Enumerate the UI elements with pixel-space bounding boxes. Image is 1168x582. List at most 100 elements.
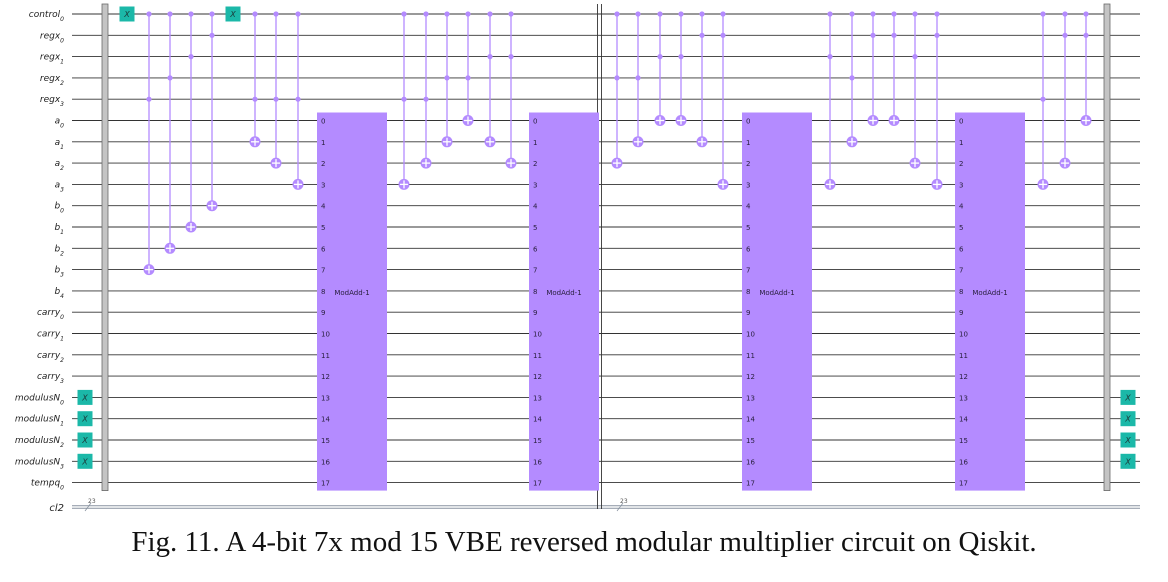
modadd-index: 11 [746,352,755,360]
control-dot [465,11,471,17]
modadd-index: 16 [533,458,542,466]
qubit-label: tempq0 [31,479,64,492]
qubit-label-subscript: 2 [60,356,64,363]
control-dot [167,75,173,81]
control-dot [423,11,429,17]
control-dot [252,11,258,17]
modadd-label: ModAdd-1 [334,289,369,297]
x-gate [77,453,93,469]
qubit-label-subscript: 4 [60,292,64,299]
x-gate-label: X [81,415,88,424]
control-dot [487,11,493,17]
modadd-index: 0 [321,118,325,126]
modadd-index: 15 [959,437,968,445]
control-dot [209,32,215,38]
modadd-index: 5 [321,224,325,232]
qubit-label-subscript: 1 [60,420,64,427]
qubit-label-subscript: 1 [60,143,64,150]
qubit-labels: control0regx0regx1regx2regx3a0a1a2a3b0b1… [15,10,64,514]
classical-width-label: 23 [620,498,628,505]
modadd-index: 15 [746,437,755,445]
x-gate-label: X [1124,457,1131,466]
modadd-index: 10 [746,331,755,339]
modadd-index: 8 [959,288,963,296]
modadd-index: 5 [746,224,750,232]
qubit-label-subscript: 1 [60,58,64,65]
barrier-right [1103,3,1111,492]
control-dot [188,54,194,60]
control-dot [252,96,258,102]
modadd-index: 13 [533,394,542,402]
modadd-index: 7 [746,267,750,275]
classical-width-slash [84,502,92,512]
control-dot [720,11,726,17]
x-gate-label: X [229,10,236,19]
modadd-index: 7 [533,267,537,275]
qubit-label-subscript: 0 [60,207,64,214]
control-dot [465,75,471,81]
control-dot [1062,32,1068,38]
control-dot [912,54,918,60]
control-dot [849,75,855,81]
x-gate [119,6,135,22]
modadd-block [955,112,1025,491]
modadd-index: 10 [533,331,542,339]
qubit-label-subscript: 2 [60,442,64,449]
control-dot [912,11,918,17]
modadd-index: 17 [959,480,968,488]
modadd-index: 12 [959,373,968,381]
control-dot [635,75,641,81]
x-gate-label: X [1124,436,1131,445]
modadd-index: 14 [959,416,968,424]
qubit-label: regx2 [40,74,64,87]
control-dot [870,32,876,38]
control-dot [934,32,940,38]
control-dot [891,11,897,17]
modadd-index: 6 [533,245,538,253]
control-dot [699,32,705,38]
barriers [101,3,1111,509]
qubit-label-subscript: 0 [60,122,64,129]
control-dot [870,11,876,17]
modadd-index: 2 [533,160,537,168]
modadd-index: 9 [746,309,750,317]
modadd-index: 3 [321,181,325,189]
qubit-label: a3 [55,180,65,193]
control-dot [508,11,514,17]
modadd-index: 4 [321,203,326,211]
qubit-label-subscript: 3 [60,186,64,193]
qubit-label: regx1 [40,53,64,66]
caption-text: Fig. 11. A 4-bit 7x mod 15 VBE reversed … [131,526,1037,558]
modadd-index: 0 [533,118,537,126]
control-dot [657,11,663,17]
qubit-label: control0 [29,10,64,23]
qubit-label: b4 [54,287,64,300]
modadd-index: 4 [959,203,964,211]
qubit-label-subscript: 0 [60,399,64,406]
control-dot [849,11,855,17]
modadd-index: 10 [321,331,330,339]
x-gate [77,411,93,427]
control-dot [508,54,514,60]
qubit-label-subscript: 3 [60,101,64,108]
modadd-index: 1 [321,139,325,147]
control-dot [827,54,833,60]
modadd-index: 2 [959,160,963,168]
x-gate [77,389,93,405]
modadd-index: 12 [746,373,755,381]
modadd-label: ModAdd-1 [546,289,581,297]
x-gate [1120,432,1136,448]
qubit-label: b0 [54,202,64,215]
modadd-label: ModAdd-1 [759,289,794,297]
control-dot [273,96,279,102]
control-dot [188,11,194,17]
modadd-index: 2 [746,160,750,168]
figure-caption: Fig. 11. A 4-bit 7x mod 15 VBE reversed … [0,526,1168,559]
control-dot [273,11,279,17]
control-dot [444,11,450,17]
control-dot [635,11,641,17]
modadd-index: 15 [533,437,542,445]
qubit-label: a2 [55,159,65,172]
modadd-index: 17 [746,480,755,488]
